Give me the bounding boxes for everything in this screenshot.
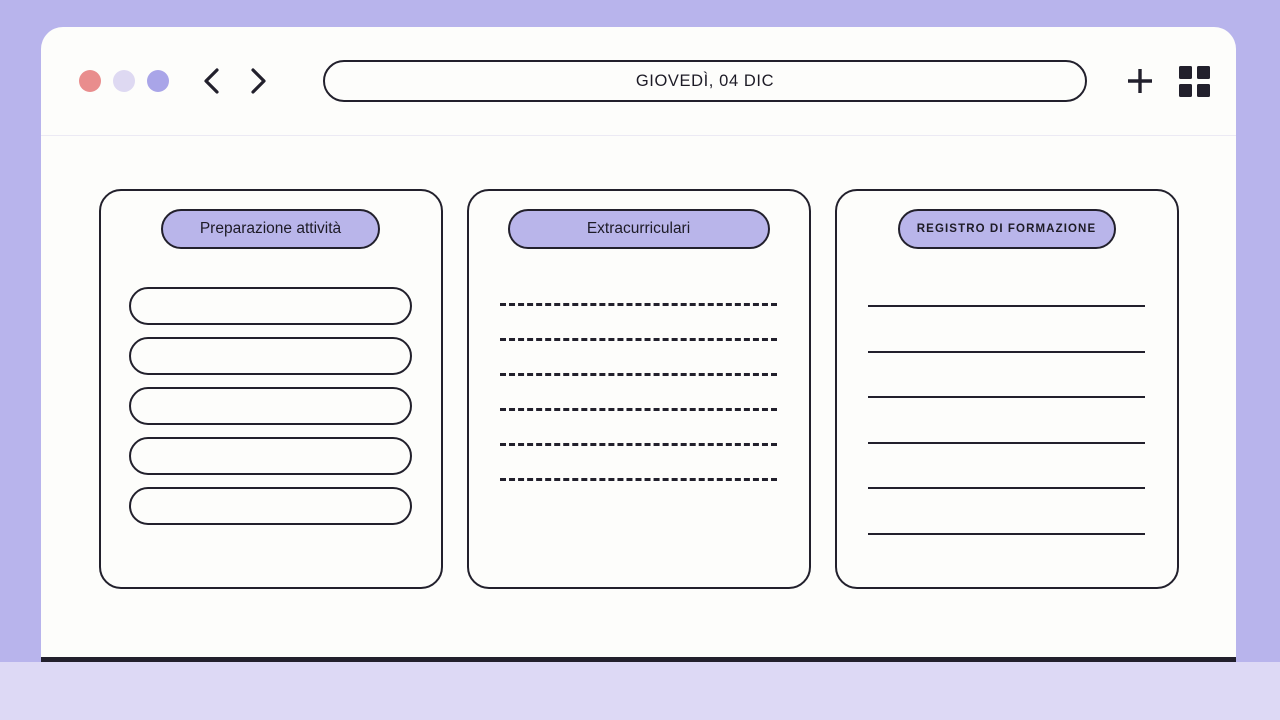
solid-write-line[interactable]: [868, 396, 1145, 398]
dashed-write-line[interactable]: [500, 478, 777, 481]
card-preparazione-attivita: Preparazione attività: [98, 189, 443, 589]
back-button[interactable]: [199, 66, 225, 96]
date-label: GIOVEDÌ, 04 DIC: [635, 71, 775, 90]
maximize-window-button[interactable]: [147, 70, 169, 92]
task-row[interactable]: [129, 337, 412, 375]
chevron-left-icon: [204, 68, 219, 94]
card-title-label: Extracurriculari: [586, 220, 691, 237]
date-field[interactable]: GIOVEDÌ, 04 DIC: [323, 60, 1087, 102]
solid-write-line[interactable]: [868, 350, 1145, 353]
task-row[interactable]: [129, 287, 412, 325]
cards-container: Preparazione attività Extracurriculari: [41, 136, 1236, 589]
solid-write-line[interactable]: [868, 305, 1145, 307]
navigation-arrows: [199, 66, 271, 96]
app-window: GIOVEDÌ, 04 DIC P: [41, 27, 1236, 662]
solid-write-line[interactable]: [868, 532, 1145, 535]
task-row[interactable]: [129, 387, 412, 425]
add-button[interactable]: [1122, 63, 1158, 99]
grid-view-icon: [1178, 65, 1210, 97]
card-title-pill[interactable]: Preparazione attività: [161, 209, 380, 249]
card-extracurriculari: Extracurriculari: [466, 189, 811, 589]
dashed-write-line[interactable]: [500, 338, 777, 341]
forward-button[interactable]: [245, 66, 271, 96]
grid-cell: [1178, 83, 1192, 97]
card-registro-di-formazione: REGISTRO DI FORMAZIONE: [834, 189, 1179, 589]
card-title-pill[interactable]: Extracurriculari: [507, 209, 770, 249]
dashed-write-line[interactable]: [500, 443, 777, 446]
grid-cell: [1196, 83, 1210, 97]
titlebar-actions: [1122, 63, 1212, 99]
grid-cell: [1196, 65, 1210, 79]
card-title-label: Preparazione attività: [199, 220, 342, 237]
traffic-light-group: [79, 70, 169, 92]
card-title-label: REGISTRO DI FORMAZIONE: [916, 223, 1097, 235]
chevron-right-icon: [251, 68, 266, 94]
solid-write-line[interactable]: [868, 487, 1145, 489]
dashed-write-line[interactable]: [500, 373, 777, 376]
dashed-write-line[interactable]: [500, 303, 777, 306]
grid-view-button[interactable]: [1176, 63, 1212, 99]
plus-icon: [1128, 69, 1152, 93]
task-row[interactable]: [129, 437, 412, 475]
dashed-line-list: [500, 303, 777, 481]
task-row[interactable]: [129, 487, 412, 525]
task-row-list: [129, 287, 412, 525]
dashed-write-line[interactable]: [500, 408, 777, 411]
titlebar: GIOVEDÌ, 04 DIC: [41, 27, 1236, 136]
page-lower-band: [0, 662, 1280, 720]
grid-cell: [1178, 65, 1192, 79]
solid-write-line[interactable]: [868, 441, 1145, 444]
minimize-window-button[interactable]: [113, 70, 135, 92]
close-window-button[interactable]: [79, 70, 101, 92]
card-title-pill[interactable]: REGISTRO DI FORMAZIONE: [897, 209, 1116, 249]
solid-line-list: [868, 305, 1145, 535]
